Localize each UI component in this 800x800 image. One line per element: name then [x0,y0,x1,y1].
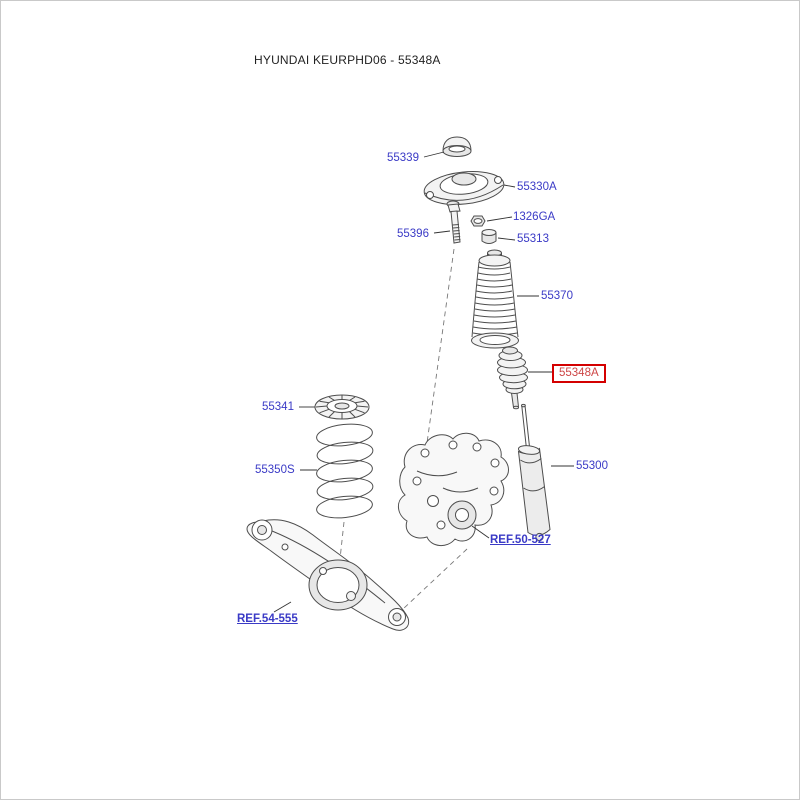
part-label-strut-cap[interactable]: 55339 [387,152,419,164]
part-label-dust-cover[interactable]: 55370 [541,290,573,302]
ref-link-arm[interactable]: REF.54-555 [237,613,298,625]
bushing-drawing [481,229,497,244]
spring-pad-drawing [314,394,370,420]
bolt-drawing [446,200,461,244]
page-title: HYUNDAI KEURPHD06 - 55348A [254,53,441,67]
part-label-bumper-stopper: 55348A [559,367,599,379]
flange-nut-drawing [470,215,486,227]
part-label-shock-absorber[interactable]: 55300 [576,460,608,472]
strut-insulator-drawing [423,171,505,205]
leader-lines [273,151,574,613]
rear-arm-drawing [246,519,410,631]
dust-cover-drawing [471,249,519,349]
part-label-bushing[interactable]: 55313 [517,233,549,245]
rear-carrier-drawing [398,432,509,546]
strut-cap-drawing [442,136,472,157]
part-label-strut-insulator[interactable]: 55330A [517,181,557,193]
shock-absorber-drawing [517,403,551,542]
bumper-stopper-drawing [497,346,528,410]
coil-spring-drawing [316,423,374,519]
highlight-box[interactable]: 55348A [552,364,606,383]
assembly-axis-dashed-lines [339,248,468,610]
part-label-flange-nut[interactable]: 1326GA [513,211,556,223]
ref-link-carrier[interactable]: REF.50-527 [490,534,551,546]
part-label-spring-pad[interactable]: 55341 [262,401,294,413]
part-label-bolt[interactable]: 55396 [397,228,429,240]
part-label-coil-spring[interactable]: 55350S [255,464,295,476]
